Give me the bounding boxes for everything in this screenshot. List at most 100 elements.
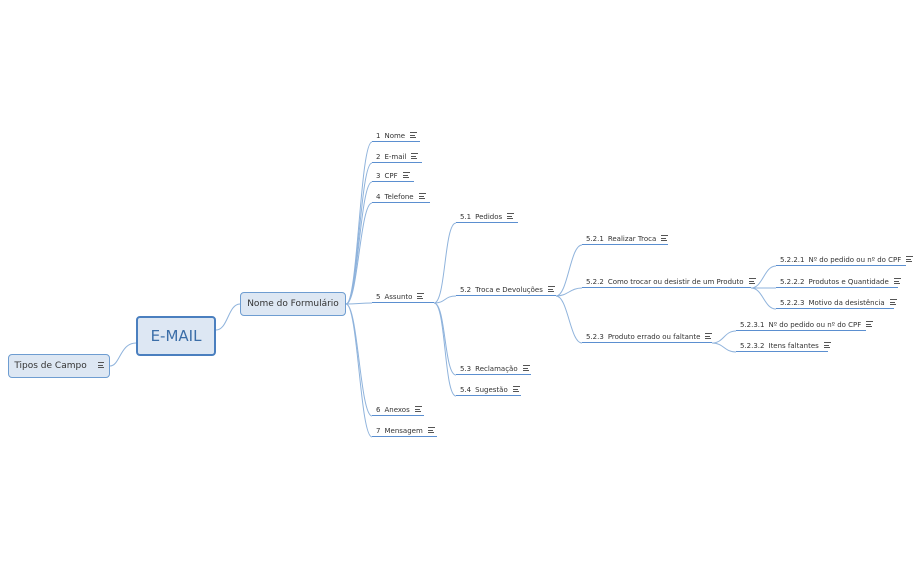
node-number: 5.4 xyxy=(460,386,472,394)
link-troca-errado xyxy=(555,295,583,344)
node-label: Assunto xyxy=(384,293,413,301)
link-assunto-sugestao xyxy=(433,302,457,397)
node-label: Telefone xyxy=(384,193,414,201)
link-como-1 xyxy=(750,265,777,289)
notes-icon xyxy=(893,277,901,285)
node-label: Anexos xyxy=(384,406,410,414)
notes-icon xyxy=(411,152,419,160)
node-number: 5.2.3.1 xyxy=(740,321,765,329)
link-form-email xyxy=(345,162,373,305)
node-number: 5.2.2.2 xyxy=(780,278,805,286)
node-label: Mensagem xyxy=(384,427,423,435)
node-label: Produto errado ou faltante xyxy=(607,333,701,341)
notes-icon xyxy=(906,255,914,263)
node-label: Nº do pedido ou nº do CPF xyxy=(768,321,862,329)
root-node-email[interactable]: E-MAIL xyxy=(136,316,216,356)
link-form-nome xyxy=(345,141,373,305)
node-nome-do-formulario[interactable]: Nome do Formulário xyxy=(240,292,346,316)
node-label: Sugestão xyxy=(475,386,508,394)
node-label: CPF xyxy=(384,172,398,180)
node-number: 3 xyxy=(376,172,381,180)
notes-icon xyxy=(705,332,713,340)
form-label: Nome do Formulário xyxy=(247,299,339,309)
notes-icon xyxy=(418,192,426,200)
link-como-3 xyxy=(750,287,777,310)
notes-icon xyxy=(507,212,515,220)
link-root-form xyxy=(215,303,241,331)
node-number: 2 xyxy=(376,153,381,161)
node-number: 5.1 xyxy=(460,213,472,221)
node-label: Reclamação xyxy=(475,365,518,373)
link-troca-como xyxy=(555,287,583,297)
tipos-label: Tipos de Campo xyxy=(14,361,87,371)
node-number: 5 xyxy=(376,293,381,301)
notes-icon xyxy=(410,131,418,139)
link-form-anexos xyxy=(345,303,373,417)
node-number: 5.2 xyxy=(460,286,472,294)
link-form-cpf xyxy=(345,181,373,305)
node-number: 1 xyxy=(376,132,381,140)
node-number: 5.2.3.2 xyxy=(740,342,765,350)
node-label: Itens faltantes xyxy=(768,342,819,350)
node-label: Realizar Troca xyxy=(607,235,657,243)
link-form-mensagem xyxy=(345,303,373,438)
notes-icon xyxy=(417,292,425,300)
node-number: 5.2.3 xyxy=(586,333,604,341)
node-number: 5.3 xyxy=(460,365,472,373)
notes-icon xyxy=(823,341,831,349)
node-number: 7 xyxy=(376,427,381,435)
notes-icon xyxy=(748,277,756,285)
notes-icon xyxy=(661,234,669,242)
link-troca-realizar xyxy=(555,244,583,297)
node-label: Nome xyxy=(384,132,406,140)
notes-icon xyxy=(402,171,410,179)
notes-icon xyxy=(97,361,104,369)
node-label: Como trocar ou desistir de um Produto xyxy=(607,278,744,286)
link-root-tipos xyxy=(109,342,137,367)
link-assunto-pedidos xyxy=(433,222,457,304)
link-assunto-reclamacao xyxy=(433,302,457,376)
notes-icon xyxy=(414,405,422,413)
notes-icon xyxy=(889,298,897,306)
node-label: Troca e Devoluções xyxy=(475,286,543,294)
node-label: Pedidos xyxy=(475,213,503,221)
node-label: Motivo da desistência xyxy=(808,299,885,307)
root-label: E-MAIL xyxy=(150,327,202,345)
link-form-telefone xyxy=(345,202,373,305)
node-label: Produtos e Quantidade xyxy=(808,278,889,286)
node-number: 5.2.1 xyxy=(586,235,604,243)
node-label: E-mail xyxy=(384,153,407,161)
notes-icon xyxy=(512,385,520,393)
link-errado-1 xyxy=(711,330,737,344)
node-number: 5.2.2.3 xyxy=(780,299,805,307)
link-errado-2 xyxy=(711,342,737,353)
node-tipos-de-campo[interactable]: Tipos de Campo xyxy=(8,354,110,378)
node-number: 5.2.2.1 xyxy=(780,256,805,264)
notes-icon xyxy=(866,320,874,328)
notes-icon xyxy=(547,285,555,293)
node-number: 6 xyxy=(376,406,381,414)
node-number: 4 xyxy=(376,193,381,201)
node-label: Nº do pedido ou nº do CPF xyxy=(808,256,902,264)
node-number: 5.2.2 xyxy=(586,278,604,286)
